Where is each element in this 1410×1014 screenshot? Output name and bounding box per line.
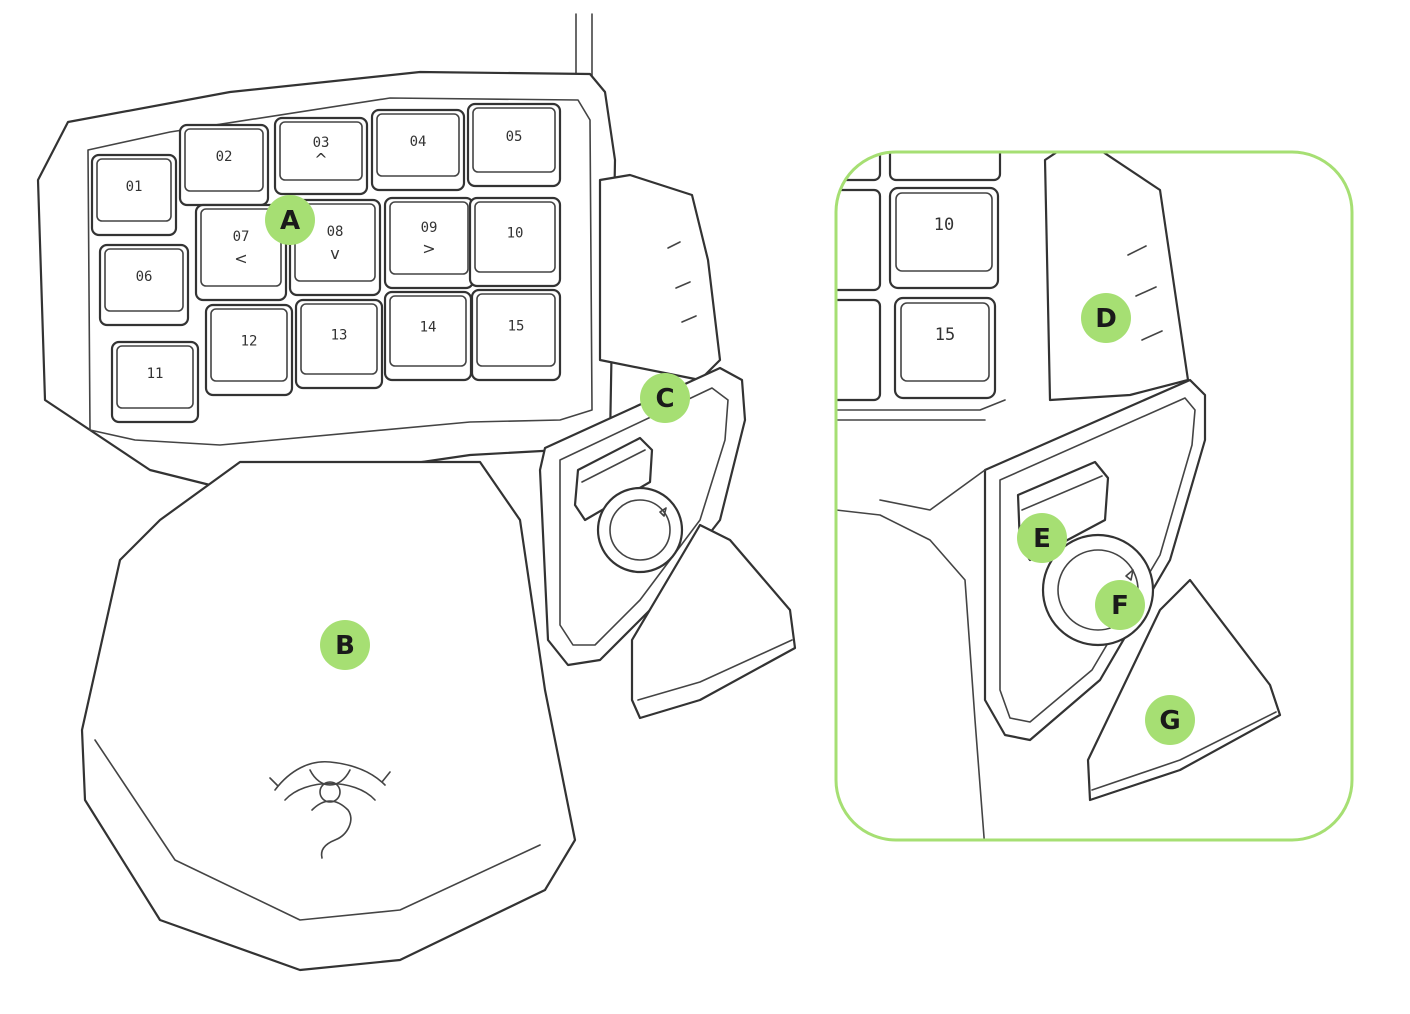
zoom-view: 10 15 <box>820 140 1352 850</box>
key-label: 03 <box>313 135 330 151</box>
key-label: 12 <box>241 334 258 350</box>
key-label: 05 <box>506 129 523 145</box>
key-label: 15 <box>935 325 955 345</box>
key-14: 14 <box>385 292 471 380</box>
key-06: 06 <box>100 245 188 325</box>
body-edge <box>880 470 985 510</box>
key-label: 09 <box>421 220 438 236</box>
palm-rest-body <box>82 462 575 970</box>
zoom-key-grid: 10 15 <box>890 188 998 398</box>
key-cap <box>180 125 268 205</box>
key-04: 04 <box>372 110 464 190</box>
palm-rest <box>82 462 575 970</box>
key-09: 09 > <box>385 198 473 288</box>
key-03: 03^ <box>275 118 367 194</box>
key-cap <box>92 155 176 235</box>
key-label: 06 <box>136 269 153 285</box>
callout-g: G <box>1145 695 1195 745</box>
key-cap <box>112 342 198 422</box>
key-cap <box>890 188 998 288</box>
key-label: 10 <box>934 215 954 235</box>
key-13: 13 <box>296 300 382 388</box>
key-01: 01 <box>92 155 176 235</box>
key-label: 15 <box>508 319 525 335</box>
callout-b: B <box>320 620 370 670</box>
key-label: 01 <box>126 179 143 195</box>
key-10: 10 <box>470 198 560 286</box>
key-cap <box>100 245 188 325</box>
key-11: 11 <box>112 342 198 422</box>
callout-a: A <box>265 195 315 245</box>
thumb-module-body <box>600 175 720 380</box>
key-label: 08 <box>327 224 344 240</box>
callout-g-label: G <box>1159 706 1180 736</box>
key-05: 05 <box>468 104 560 186</box>
partial-key <box>890 140 1000 180</box>
callout-c: C <box>640 373 690 423</box>
key-02: 02 <box>180 125 268 205</box>
key-cap <box>895 298 995 398</box>
key-label: 10 <box>507 226 524 242</box>
key-12: 12 <box>206 305 292 395</box>
partial-key <box>820 300 880 400</box>
callout-e: E <box>1017 513 1067 563</box>
callout-f-label: F <box>1111 591 1129 621</box>
key-arrow-icon: > <box>422 239 435 258</box>
key-label: 11 <box>147 366 164 382</box>
callout-d-label: D <box>1095 304 1117 334</box>
key-cap <box>372 110 464 190</box>
key-label: 02 <box>216 149 233 165</box>
callout-f: F <box>1095 580 1145 630</box>
zoom-thumb-module-body <box>1045 150 1188 400</box>
key-label: 14 <box>420 320 437 336</box>
key-cap <box>468 104 560 186</box>
callout-a-label: A <box>280 206 300 236</box>
key-15: 15 <box>472 290 560 380</box>
zoom-key-15: 15 <box>895 298 995 398</box>
callout-c-label: C <box>655 384 674 414</box>
callout-b-label: B <box>335 631 355 661</box>
partial-key <box>820 190 880 290</box>
body-edge <box>836 510 985 850</box>
key-arrow-icon: ^ <box>314 150 327 169</box>
zoom-key-10: 10 <box>890 188 998 288</box>
keypad-main-view: 01 02 03^ 04 05 06 07 <08 v 09 >10 11 12 13 14 15 <box>38 14 795 970</box>
callout-d: D <box>1081 293 1131 343</box>
callout-e-label: E <box>1033 524 1051 554</box>
deck-edge <box>836 400 1005 410</box>
key-arrow-icon: v <box>330 244 339 263</box>
key-arrow-icon: < <box>234 249 247 268</box>
key-label: 07 <box>233 229 250 245</box>
key-label: 13 <box>331 328 348 344</box>
key-label: 04 <box>410 134 427 150</box>
